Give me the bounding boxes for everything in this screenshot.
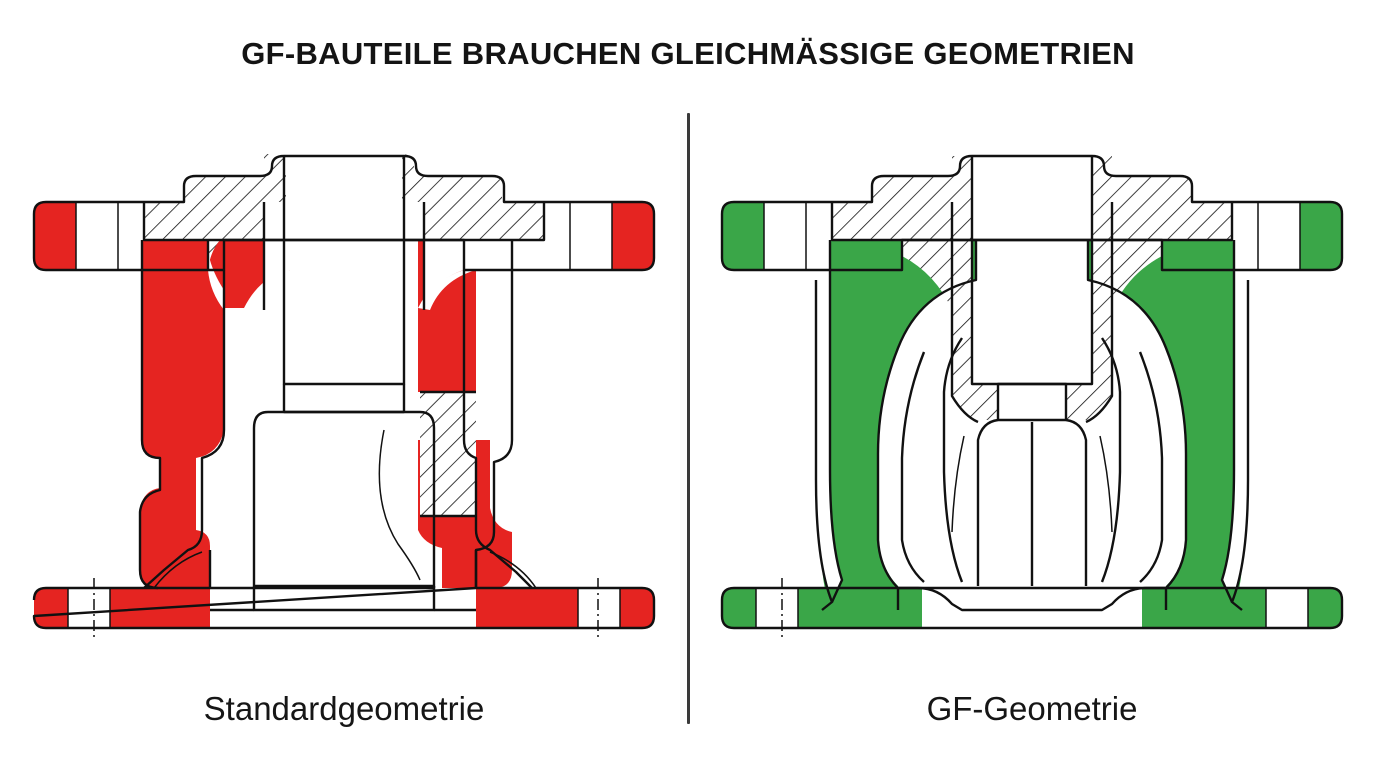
cross-section-standardgeometrie xyxy=(32,154,656,640)
panel-gf-geometrie: GF-Geometrie xyxy=(712,140,1352,727)
caption-gf-geometrie: GF-Geometrie xyxy=(926,690,1138,727)
bolt-hole-clearances xyxy=(68,202,620,628)
material-accumulation-highlight xyxy=(34,202,654,628)
page-title: GF-BAUTEILE BRAUCHEN GLEICHMÄSSIGE GEOME… xyxy=(241,36,1135,71)
bolt-hole-centerlines xyxy=(93,578,599,640)
part-outline xyxy=(720,154,1344,630)
section-hatching xyxy=(832,156,1232,420)
part-outline xyxy=(32,154,656,630)
interior-detail-lines xyxy=(755,202,1309,628)
caption-standardgeometrie: Standardgeometrie xyxy=(203,690,485,727)
panel-divider xyxy=(687,113,690,724)
bolt-hole-clearances xyxy=(756,202,1308,628)
panel-standardgeometrie: Standardgeometrie xyxy=(24,140,664,727)
interior-detail-lines xyxy=(67,202,621,628)
cross-section-gf-geometrie xyxy=(720,154,1344,640)
